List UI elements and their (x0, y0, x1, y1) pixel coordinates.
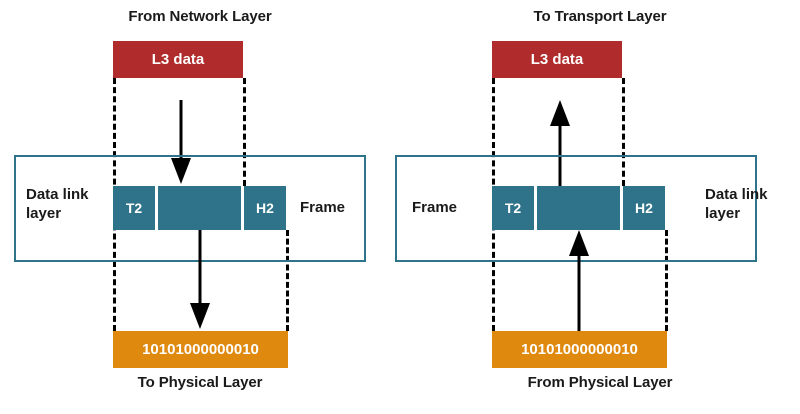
right-frame-header-label: H2 (635, 200, 653, 216)
right-datalink-layer-label-line1: Data link (705, 186, 768, 203)
right-physical-bits-value: 10101000000010 (521, 341, 638, 358)
right-datalink-layer-label: Data link layer (705, 186, 768, 224)
left-arrow-down-to-datalink (171, 100, 191, 184)
right-top-caption: To Transport Layer (533, 8, 667, 25)
right-network-data-label: L3 data (530, 51, 584, 68)
left-arrow-down-to-physical (190, 230, 210, 329)
left-frame-label: Frame (300, 199, 346, 216)
right-frame-label: Frame (412, 199, 458, 216)
left-frame-segment-header: H2 (244, 186, 286, 230)
left-datalink-layer-box (14, 155, 366, 262)
left-frame-header-label: H2 (256, 200, 274, 216)
right-bottom-caption: From Physical Layer (527, 374, 673, 391)
left-datalink-layer-label-line1: Data link (26, 186, 89, 203)
right-network-data-block: L3 data (492, 41, 622, 78)
right-datalink-layer-box (395, 155, 757, 262)
receiving-side-panel: To Transport Layer L3 data Data link lay… (395, 0, 800, 414)
right-frame-divider-1 (534, 186, 537, 230)
right-frame-segment-trailer: T2 (492, 186, 534, 230)
right-dashed-guide-end-upper (622, 78, 625, 186)
right-frame-segment-header: H2 (623, 186, 665, 230)
right-frame: T2 H2 (492, 186, 665, 230)
left-network-data-label: L3 data (151, 51, 205, 68)
left-frame: T2 H2 (113, 186, 286, 230)
left-frame-segment-payload (158, 186, 241, 230)
left-frame-segment-trailer: T2 (113, 186, 155, 230)
right-frame-divider-2 (620, 186, 623, 230)
left-frame-divider-2 (241, 186, 244, 230)
right-datalink-layer-label-line2: layer (705, 204, 741, 222)
left-dashed-guide-end-upper (243, 78, 246, 186)
right-arrow-up-to-datalink (569, 230, 589, 331)
left-datalink-layer-label: Data link layer (26, 186, 89, 224)
left-physical-bits-block: 10101000000010 (113, 331, 288, 368)
left-top-caption: From Network Layer (128, 8, 272, 25)
right-frame-trailer-label: T2 (504, 200, 522, 216)
right-frame-segment-payload (537, 186, 620, 230)
right-arrow-up-to-transport (550, 100, 570, 186)
right-physical-bits-block: 10101000000010 (492, 331, 667, 368)
left-frame-divider-1 (155, 186, 158, 230)
left-datalink-layer-label-line2: layer (26, 204, 62, 222)
left-frame-trailer-label: T2 (125, 200, 143, 216)
left-network-data-block: L3 data (113, 41, 243, 78)
sending-side-panel: From Network Layer L3 data Data link lay… (14, 8, 366, 391)
left-bottom-caption: To Physical Layer (137, 374, 263, 391)
left-dashed-guide-end-lower (286, 230, 289, 331)
right-dashed-guide-end-lower (665, 230, 668, 331)
left-physical-bits-value: 10101000000010 (142, 341, 259, 358)
